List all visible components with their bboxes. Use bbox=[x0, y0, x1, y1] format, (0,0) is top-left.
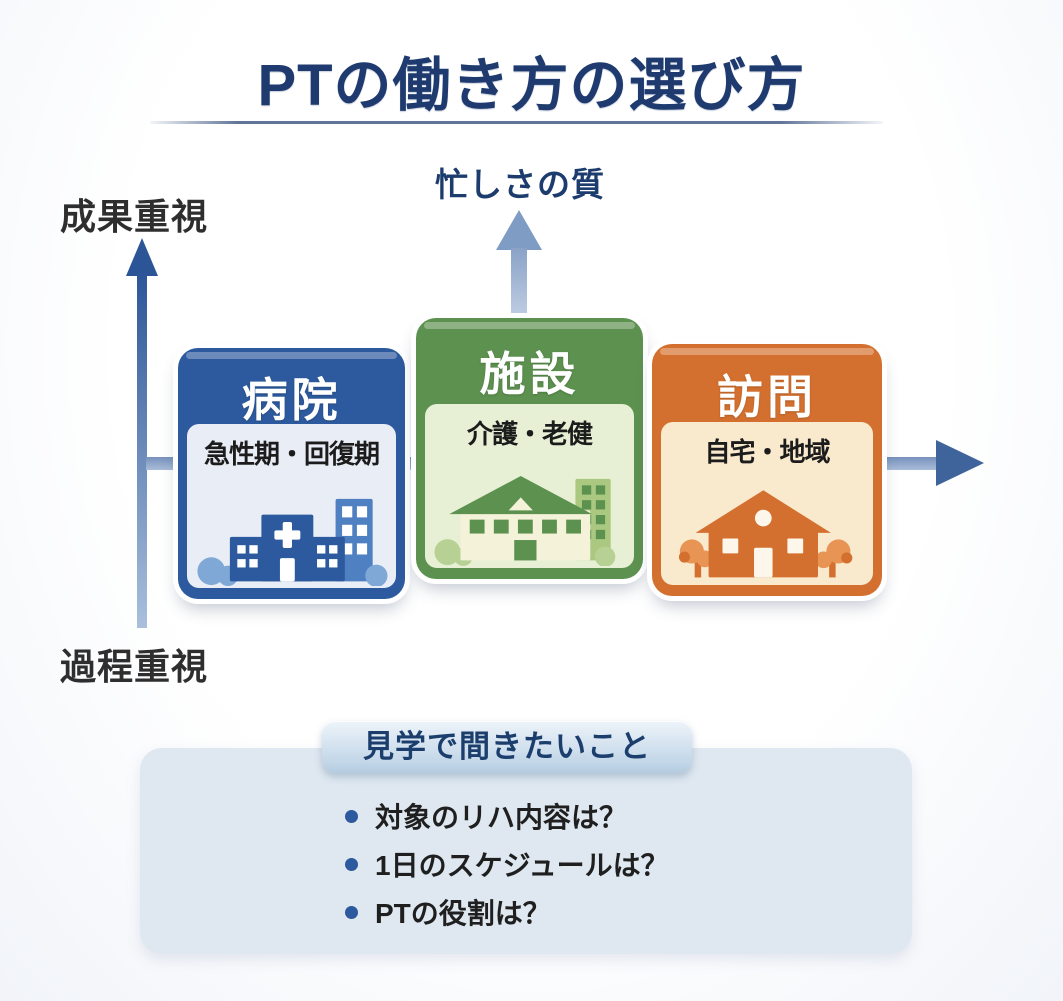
busyness-quality-label: 忙しさの質 bbox=[435, 166, 605, 203]
facility-card-subtitle: 介護・老健 bbox=[466, 419, 593, 449]
up-arrow-icon bbox=[496, 210, 542, 250]
visit-card-body: 自宅・地域 bbox=[661, 422, 873, 585]
question-text: 1日のスケジュールは？ bbox=[375, 850, 669, 881]
hospital-card-body: 急性期・回復期 bbox=[187, 424, 396, 588]
page-title: PTの働き方の選び方 bbox=[257, 53, 806, 118]
y-axis-bottom-label: 過程重視 bbox=[60, 646, 209, 687]
facility-card-body: 介護・老健 bbox=[425, 404, 634, 568]
bullet-dot-icon bbox=[345, 809, 358, 823]
up-arrow-shaft bbox=[511, 248, 527, 324]
vertical-axis-line bbox=[137, 272, 147, 628]
questions-panel-heading: 見学で間きたいこと bbox=[322, 721, 692, 773]
vertical-axis-arrow-icon bbox=[126, 238, 158, 276]
visit-card-title: 訪問 bbox=[717, 371, 817, 423]
bullet-dot-icon bbox=[345, 857, 358, 871]
y-axis-top-label: 成果重視 bbox=[60, 196, 209, 237]
card-facility: 施設 介護・老健 bbox=[416, 318, 643, 579]
question-text: PTの役割は？ bbox=[375, 898, 551, 929]
card-hospital: 病院 急性期・回復期 bbox=[178, 348, 405, 599]
questions-panel bbox=[140, 748, 912, 954]
hospital-illustration bbox=[196, 498, 388, 586]
visit-illustration bbox=[678, 490, 853, 578]
hospital-card-subtitle: 急性期・回復期 bbox=[203, 439, 380, 469]
facility-illustration bbox=[433, 476, 615, 566]
facility-card-title: 施設 bbox=[479, 348, 580, 400]
list-item: 1日のスケジュールは？ bbox=[345, 840, 669, 888]
visit-card-subtitle: 自宅・地域 bbox=[704, 437, 830, 467]
questions-list: 対象のリハ内容は？ 1日のスケジュールは？ PTの役割は？ bbox=[345, 792, 669, 936]
right-arrow-icon bbox=[936, 440, 984, 486]
hospital-card-title: 病院 bbox=[241, 374, 342, 426]
card-visit: 訪問 自宅・地域 bbox=[652, 344, 882, 596]
list-item: PTの役割は？ bbox=[345, 888, 669, 936]
title-underline bbox=[150, 121, 883, 124]
question-text: 対象のリハ内容は？ bbox=[375, 802, 628, 833]
list-item: 対象のリハ内容は？ bbox=[345, 792, 669, 840]
bullet-dot-icon bbox=[345, 905, 358, 919]
